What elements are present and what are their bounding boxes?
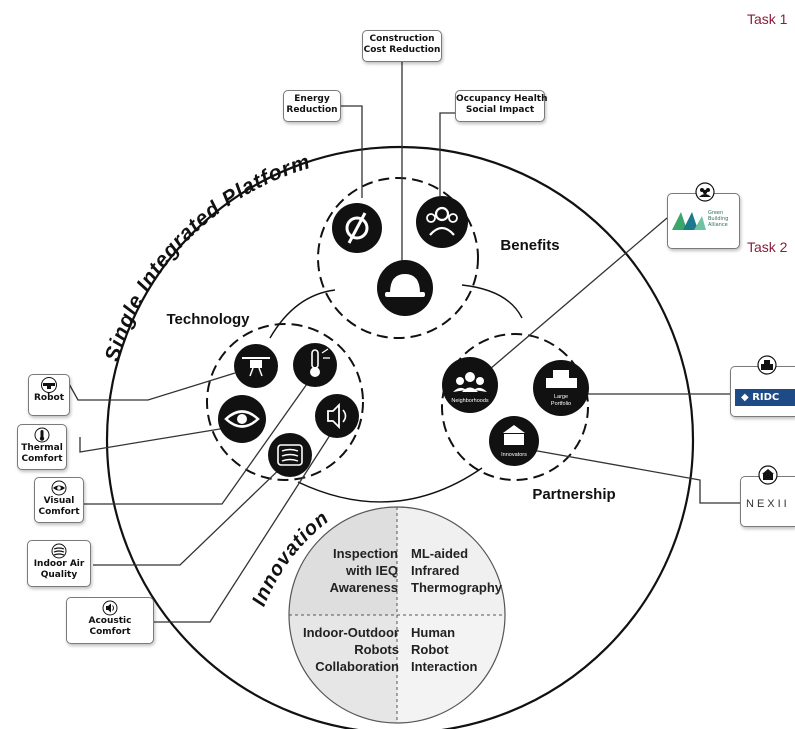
energy-icon [332,203,382,253]
text-line: Infrared [411,563,459,578]
gba-logo-mark [672,212,706,230]
ridc-logo-box: ◆ RIDC [730,355,795,417]
technology-label: Technology [166,311,250,328]
arc-tech-benefits [269,289,336,339]
partnership-cluster [441,333,589,481]
hardhat-icon [377,260,433,316]
robot-box: Robot [28,374,70,416]
text-line: Awareness [330,580,398,595]
thermometer-icon [293,343,337,387]
text-line: Robot [411,642,449,657]
line-robot [67,372,236,401]
drone-small-icon [41,377,57,393]
nexii-logo-text: NEXII [746,498,790,510]
neighborhoods-icon: Neighborhoods [442,357,498,413]
line-visual-eye [79,426,233,453]
line-air [93,461,288,566]
text-line: Inspection [333,546,398,561]
air-small-icon [51,543,67,559]
arc-benefits-partnership [461,284,523,319]
innovators-icon: Innovators [489,416,539,466]
line-energy [341,105,363,198]
text-line: Thermography [411,580,503,595]
speaker-icon [315,394,359,438]
drone-icon [234,344,278,388]
platform-circle [105,145,695,729]
text-line: Interaction [411,659,478,674]
line-nexii [531,449,740,504]
text-line: with IEQ [345,563,398,578]
speaker-small-icon [102,600,118,616]
text-line: Large [554,394,568,400]
technology-cluster [206,323,364,481]
text-line: Robots [354,642,399,657]
line-gba [489,217,668,370]
text-line: Collaboration [315,659,399,674]
text-line: ML-aided [411,546,468,561]
neighborhoods-label: Neighborhoods [451,398,489,404]
innovators-label: Innovators [501,452,527,458]
quadrant-inspection: Inspection with IEQ Awareness [330,546,398,595]
people-icon [416,196,468,248]
text-line: Portfolio [551,401,571,407]
ridc-logo-bar: ◆ RIDC [735,389,795,406]
innovation-disc [288,506,506,724]
eye-small-icon [51,480,67,496]
thermometer-small-icon [34,427,50,443]
nexii-logo-box: NEXII [740,465,795,527]
line-occupancy [439,112,455,196]
text-line: Human [411,625,455,640]
partnership-label: Partnership [532,486,615,503]
group-badge-icon [695,182,715,202]
text-line: Indoor-Outdoor [303,625,399,640]
benefits-cluster [317,177,479,339]
line-acoustic [154,431,333,623]
building-badge-icon [757,355,777,375]
task-1-label: Task 1 [747,11,788,27]
task-2-label: Task 2 [747,239,788,255]
ridc-logo-text: RIDC [752,392,780,403]
platform-label: Single Integrated Platform [101,150,314,364]
institution-badge-icon [758,465,778,485]
robot-text: Robot [33,393,65,403]
benefits-label: Benefits [500,237,559,254]
arc-tech-partnership [297,467,483,503]
eye-icon [218,395,266,443]
air-icon [268,433,312,477]
diamond-icon: ◆ [741,392,749,403]
